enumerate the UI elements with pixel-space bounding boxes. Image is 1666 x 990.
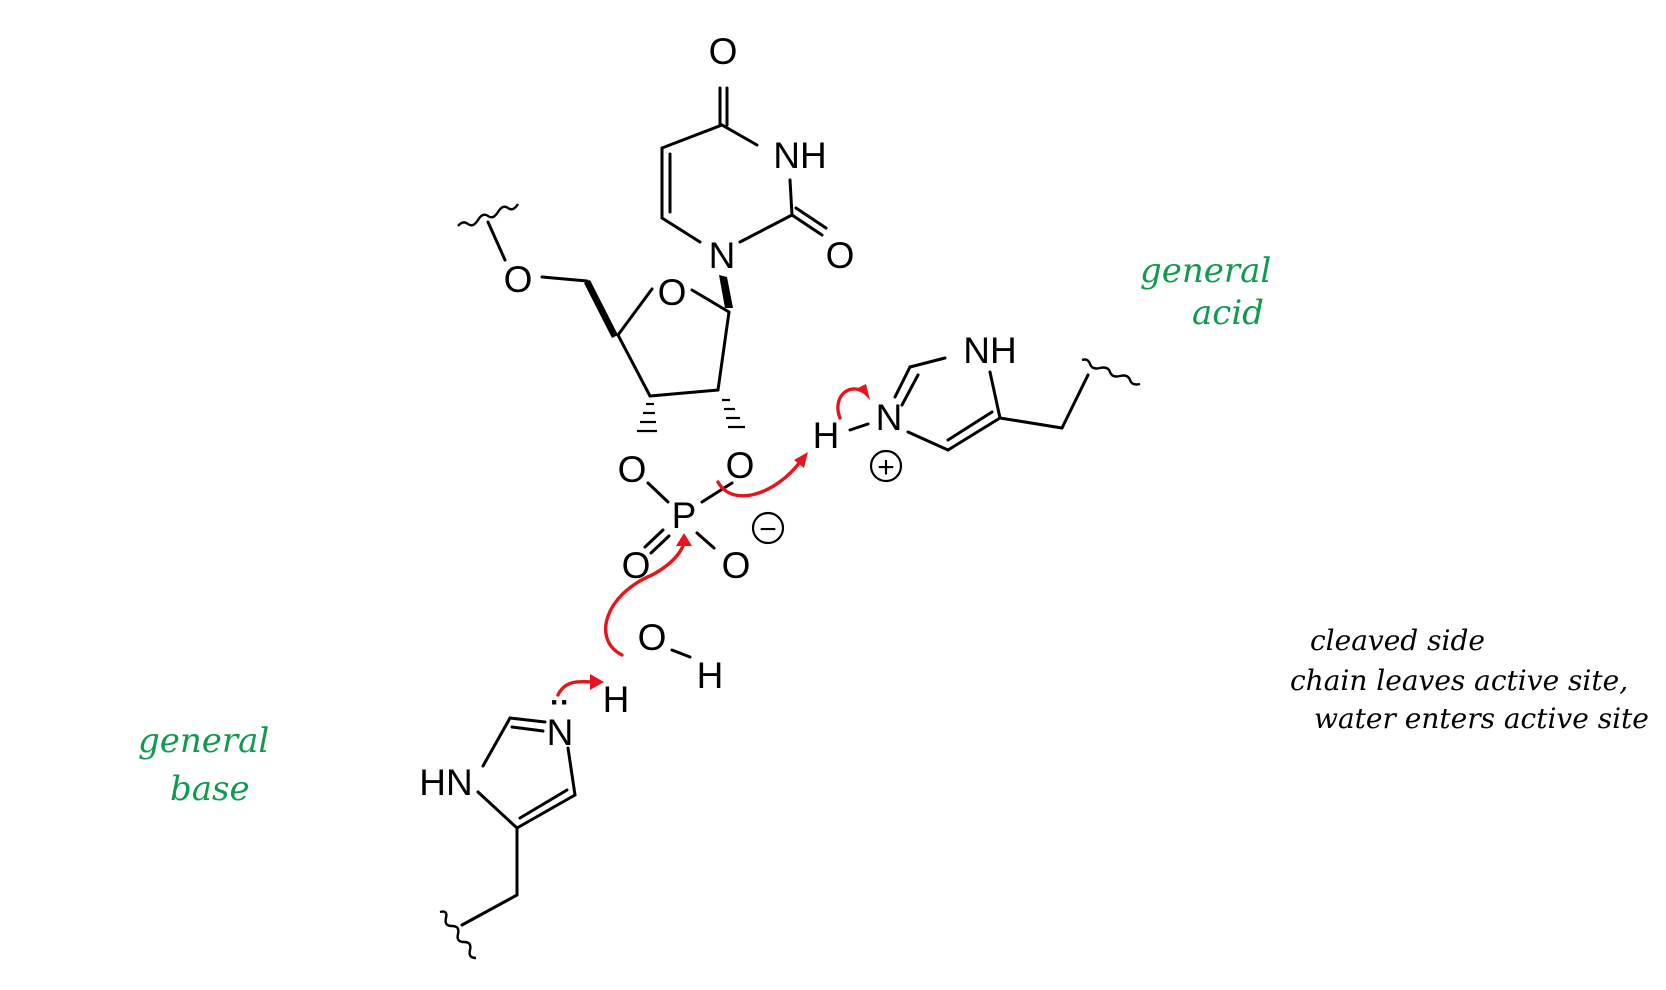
- water-molecule: O H H: [603, 617, 724, 720]
- uracil-nh: NH: [773, 135, 826, 176]
- arrow-water-to-p: [604, 538, 686, 657]
- water-h-right: H: [697, 655, 724, 696]
- ribose-ring: O O: [457, 203, 745, 433]
- general-base-histidine: N ·· HN: [419, 686, 577, 960]
- chain-o: O: [504, 259, 533, 300]
- base-n: N: [547, 712, 574, 753]
- uracil-carbonyl-o-top: O: [709, 31, 738, 72]
- cleaved-note-line3: water enters active site: [1314, 702, 1649, 735]
- uracil-n1: N: [709, 235, 736, 276]
- annotations: general acid general base cleaved side c…: [138, 251, 1649, 809]
- ribose-ring-o: O: [658, 272, 687, 313]
- phosphorus: P: [672, 495, 697, 536]
- general-acid-label-line1: general: [1140, 251, 1271, 291]
- negative-charge: −: [759, 513, 777, 546]
- uracil-carbonyl-o-right: O: [826, 235, 855, 276]
- acid-nh: NH: [963, 330, 1016, 371]
- cleaved-note-line2: chain leaves active site,: [1290, 664, 1628, 697]
- cyclic-o-right: O: [726, 445, 755, 486]
- arrow-o-to-h: [716, 460, 802, 498]
- arrow-hn-bond-to-n: [836, 387, 866, 420]
- cyclic-phosphate: O O P O O −: [618, 445, 785, 586]
- positive-charge: +: [877, 451, 895, 484]
- cleaved-note-line1: cleaved side: [1310, 624, 1485, 657]
- base-hn: HN: [419, 762, 472, 803]
- electron-flow-arrows: [556, 384, 870, 697]
- acid-h: H: [813, 415, 840, 456]
- general-acid-label-line2: acid: [1192, 293, 1264, 333]
- acid-n-protonated: N: [876, 397, 903, 438]
- cyclic-o-left: O: [618, 449, 647, 490]
- phosphate-o-right: O: [722, 545, 751, 586]
- general-base-label-line1: general: [138, 721, 269, 761]
- general-acid-histidine: H N NH +: [813, 330, 1141, 484]
- lone-pair: ··: [550, 686, 570, 719]
- phosphate-o-left: O: [622, 545, 651, 586]
- water-o: O: [638, 617, 667, 658]
- water-h-left: H: [603, 679, 630, 720]
- general-base-label-line2: base: [170, 769, 250, 809]
- uracil-base: O NH O N: [660, 31, 855, 276]
